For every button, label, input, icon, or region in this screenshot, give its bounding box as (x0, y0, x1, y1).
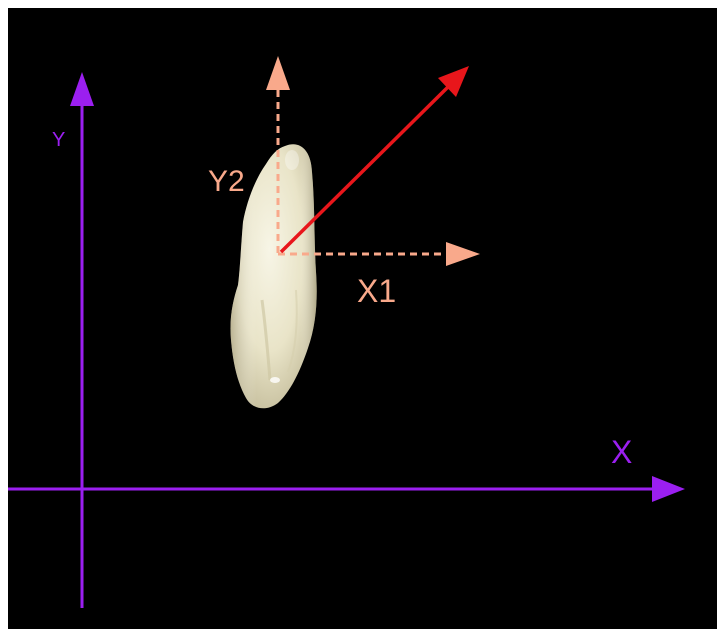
y2-axis-label: Y2 (208, 165, 245, 198)
y2-axis-arrowhead (266, 56, 290, 90)
y-axis (70, 72, 94, 608)
image-background (8, 8, 717, 629)
direction-vector-arrowhead (438, 66, 469, 97)
x1-axis-arrowhead (446, 242, 480, 266)
x1-axis (278, 242, 480, 266)
y-axis-label: Y (52, 129, 65, 151)
x1-axis-label: X1 (357, 273, 396, 309)
tooth-tip-highlight (285, 150, 299, 170)
tooth-ridge-2 (287, 289, 298, 373)
x-axis-arrowhead (652, 476, 685, 502)
tooth-highlight (270, 377, 280, 383)
x-axis (8, 476, 685, 502)
tooth-icon (230, 144, 317, 409)
direction-vector (279, 66, 469, 254)
direction-vector-line (279, 84, 451, 254)
x-axis-label: X (611, 434, 632, 470)
y2-axis (266, 56, 290, 253)
y-axis-arrowhead (70, 72, 94, 106)
tooth-ridge (260, 299, 272, 381)
